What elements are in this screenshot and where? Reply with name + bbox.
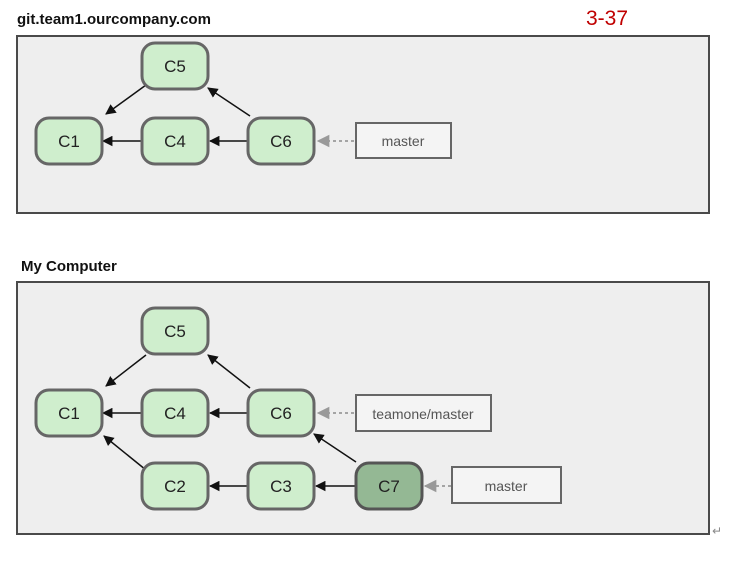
local-edge-c2-c1 xyxy=(103,435,147,471)
remote-commit-c6[interactable]: C6 xyxy=(246,116,316,166)
remote-edge-c5-c1 xyxy=(105,84,147,115)
local-edge-c6-c5 xyxy=(207,354,251,389)
svg-text:C1: C1 xyxy=(58,132,80,151)
local-commit-c6[interactable]: C6 xyxy=(246,388,316,438)
remote-commit-c1[interactable]: C1 xyxy=(34,116,104,166)
remote-commit-c5[interactable]: C5 xyxy=(140,41,210,91)
local-commit-c1[interactable]: C1 xyxy=(34,388,104,438)
paragraph-mark-icon: ↵ xyxy=(712,524,723,538)
svg-text:C3: C3 xyxy=(270,477,292,496)
local-commit-c3[interactable]: C3 xyxy=(246,461,316,511)
svg-text:C6: C6 xyxy=(270,132,292,151)
svg-text:C4: C4 xyxy=(164,132,186,151)
svg-text:C1: C1 xyxy=(58,404,80,423)
svg-text:C5: C5 xyxy=(164,322,186,341)
local-commit-c2[interactable]: C2 xyxy=(140,461,210,511)
figure-number: 3-37 xyxy=(586,7,629,30)
local-ref-master[interactable]: master xyxy=(451,466,562,504)
svg-text:C2: C2 xyxy=(164,477,186,496)
remote-commit-c4[interactable]: C4 xyxy=(140,116,210,166)
svg-text:master: master xyxy=(485,478,528,494)
local-edge-c7-c6 xyxy=(313,433,357,463)
remote-graph: C5 C1 C4 C6 master xyxy=(34,41,452,166)
local-ref-teamone-master[interactable]: teamone/master xyxy=(355,394,492,432)
svg-text:master: master xyxy=(382,133,425,149)
svg-text:teamone/master: teamone/master xyxy=(372,406,473,422)
remote-title: git.team1.ourcompany.com xyxy=(17,11,211,28)
local-title: My Computer xyxy=(21,258,117,275)
local-edge-c5-c1 xyxy=(105,354,147,387)
local-commit-c7[interactable]: C7 xyxy=(354,461,424,511)
remote-edge-c6-c5 xyxy=(207,87,251,117)
local-graph: C5 C1 C4 C6 C2 C3 C7 teamone/mast xyxy=(34,306,562,511)
remote-ref-master[interactable]: master xyxy=(355,122,452,159)
svg-text:C6: C6 xyxy=(270,404,292,423)
local-commit-c4[interactable]: C4 xyxy=(140,388,210,438)
svg-text:C4: C4 xyxy=(164,404,186,423)
svg-text:C7: C7 xyxy=(378,477,400,496)
local-commit-c5[interactable]: C5 xyxy=(140,306,210,356)
svg-text:C5: C5 xyxy=(164,57,186,76)
